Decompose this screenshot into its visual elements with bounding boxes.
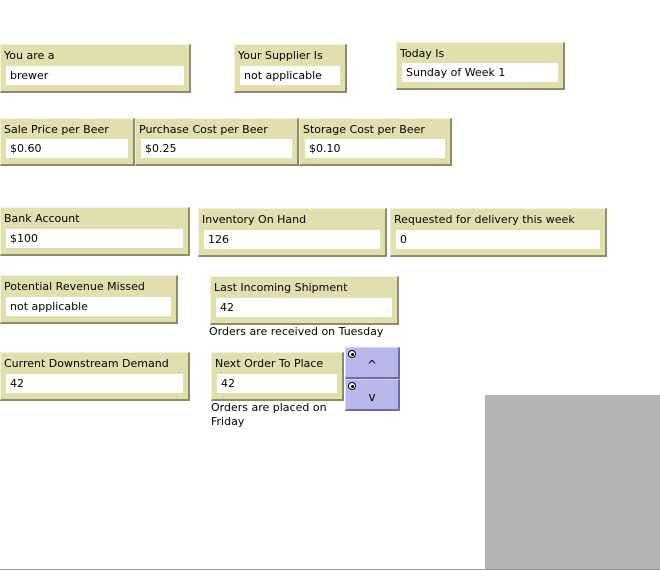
revenue-missed-label: Potential Revenue Missed [4,280,145,293]
inventory-monitor: Inventory On Hand 126 [198,208,387,257]
order-up-button[interactable]: ^ [345,347,400,379]
inventory-label: Inventory On Hand [202,213,307,226]
revenue-missed-monitor: Potential Revenue Missed not applicable [0,275,178,324]
radio-indicator-icon [348,382,356,390]
today-value: Sunday of Week 1 [402,63,558,82]
requested-monitor: Requested for delivery this week 0 [390,208,607,257]
world-view [485,395,660,570]
demand-monitor: Current Downstream Demand 42 [0,352,190,401]
role-value: brewer [6,66,184,85]
bank-account-monitor: Bank Account $100 [0,207,190,256]
revenue-missed-value: not applicable [6,297,171,316]
inventory-value: 126 [204,230,380,249]
purchase-cost-label: Purchase Cost per Beer [139,123,268,136]
last-shipment-monitor: Last Incoming Shipment 42 [210,276,399,325]
today-monitor: Today Is Sunday of Week 1 [396,42,565,90]
caret-down-icon: v [368,390,376,404]
sale-price-label: Sale Price per Beer [4,123,109,136]
storage-cost-label: Storage Cost per Beer [303,123,425,136]
radio-indicator-icon [348,350,356,358]
next-order-monitor: Next Order To Place 42 [211,352,344,401]
bank-account-value: $100 [6,229,183,248]
requested-label: Requested for delivery this week [394,213,575,226]
today-label: Today Is [400,47,445,60]
next-order-value: 42 [217,374,337,393]
receive-day-note: Orders are received on Tuesday [209,325,384,338]
bank-account-label: Bank Account [4,212,80,225]
storage-cost-monitor: Storage Cost per Beer $0.10 [299,118,452,166]
demand-value: 42 [6,374,183,393]
next-order-label: Next Order To Place [215,357,324,370]
purchase-cost-value: $0.25 [141,139,292,158]
supplier-value: not applicable [240,66,340,85]
last-shipment-value: 42 [216,298,392,317]
purchase-cost-monitor: Purchase Cost per Beer $0.25 [135,118,299,166]
sale-price-value: $0.60 [6,139,128,158]
storage-cost-value: $0.10 [305,139,445,158]
order-day-note-line1: Orders are placed on [211,401,327,414]
caret-up-icon: ^ [366,358,378,372]
demand-label: Current Downstream Demand [4,357,169,370]
bottom-divider [0,569,660,570]
role-monitor: You are a brewer [0,44,191,93]
order-day-note-line2: Friday [211,415,245,428]
supplier-label: Your Supplier Is [238,49,323,62]
supplier-monitor: Your Supplier Is not applicable [234,44,347,93]
order-down-button[interactable]: v [345,379,400,411]
role-label: You are a [4,49,55,62]
requested-value: 0 [396,230,600,249]
sale-price-monitor: Sale Price per Beer $0.60 [0,118,135,166]
last-shipment-label: Last Incoming Shipment [214,281,348,294]
